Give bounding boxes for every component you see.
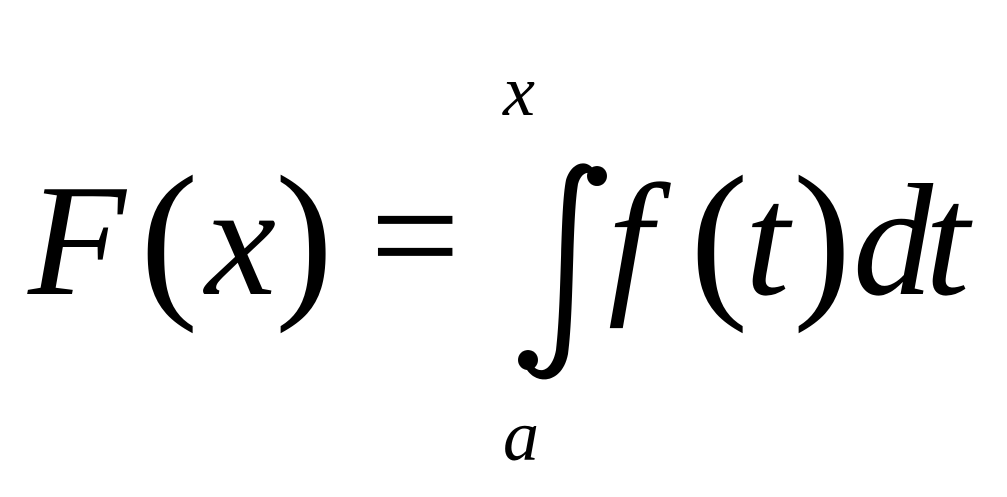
differential-variable: t [925,151,970,329]
integrand-variable: t [745,151,790,329]
lhs-open-paren: ( [140,140,199,334]
integral-icon [518,163,607,380]
integrand-function-letter: f [608,151,653,329]
lhs-variable: x [205,151,277,329]
differential-d: d [853,151,933,329]
integral-lower-limit: a [503,396,539,476]
lhs-function-letter: F [28,151,126,329]
integrand-close-paren: ) [793,140,852,334]
equals-sign: = [370,146,461,324]
integral-upper-limit: x [503,51,535,131]
integrand-open-paren: ( [690,140,749,334]
lhs-close-paren: ) [275,140,334,334]
